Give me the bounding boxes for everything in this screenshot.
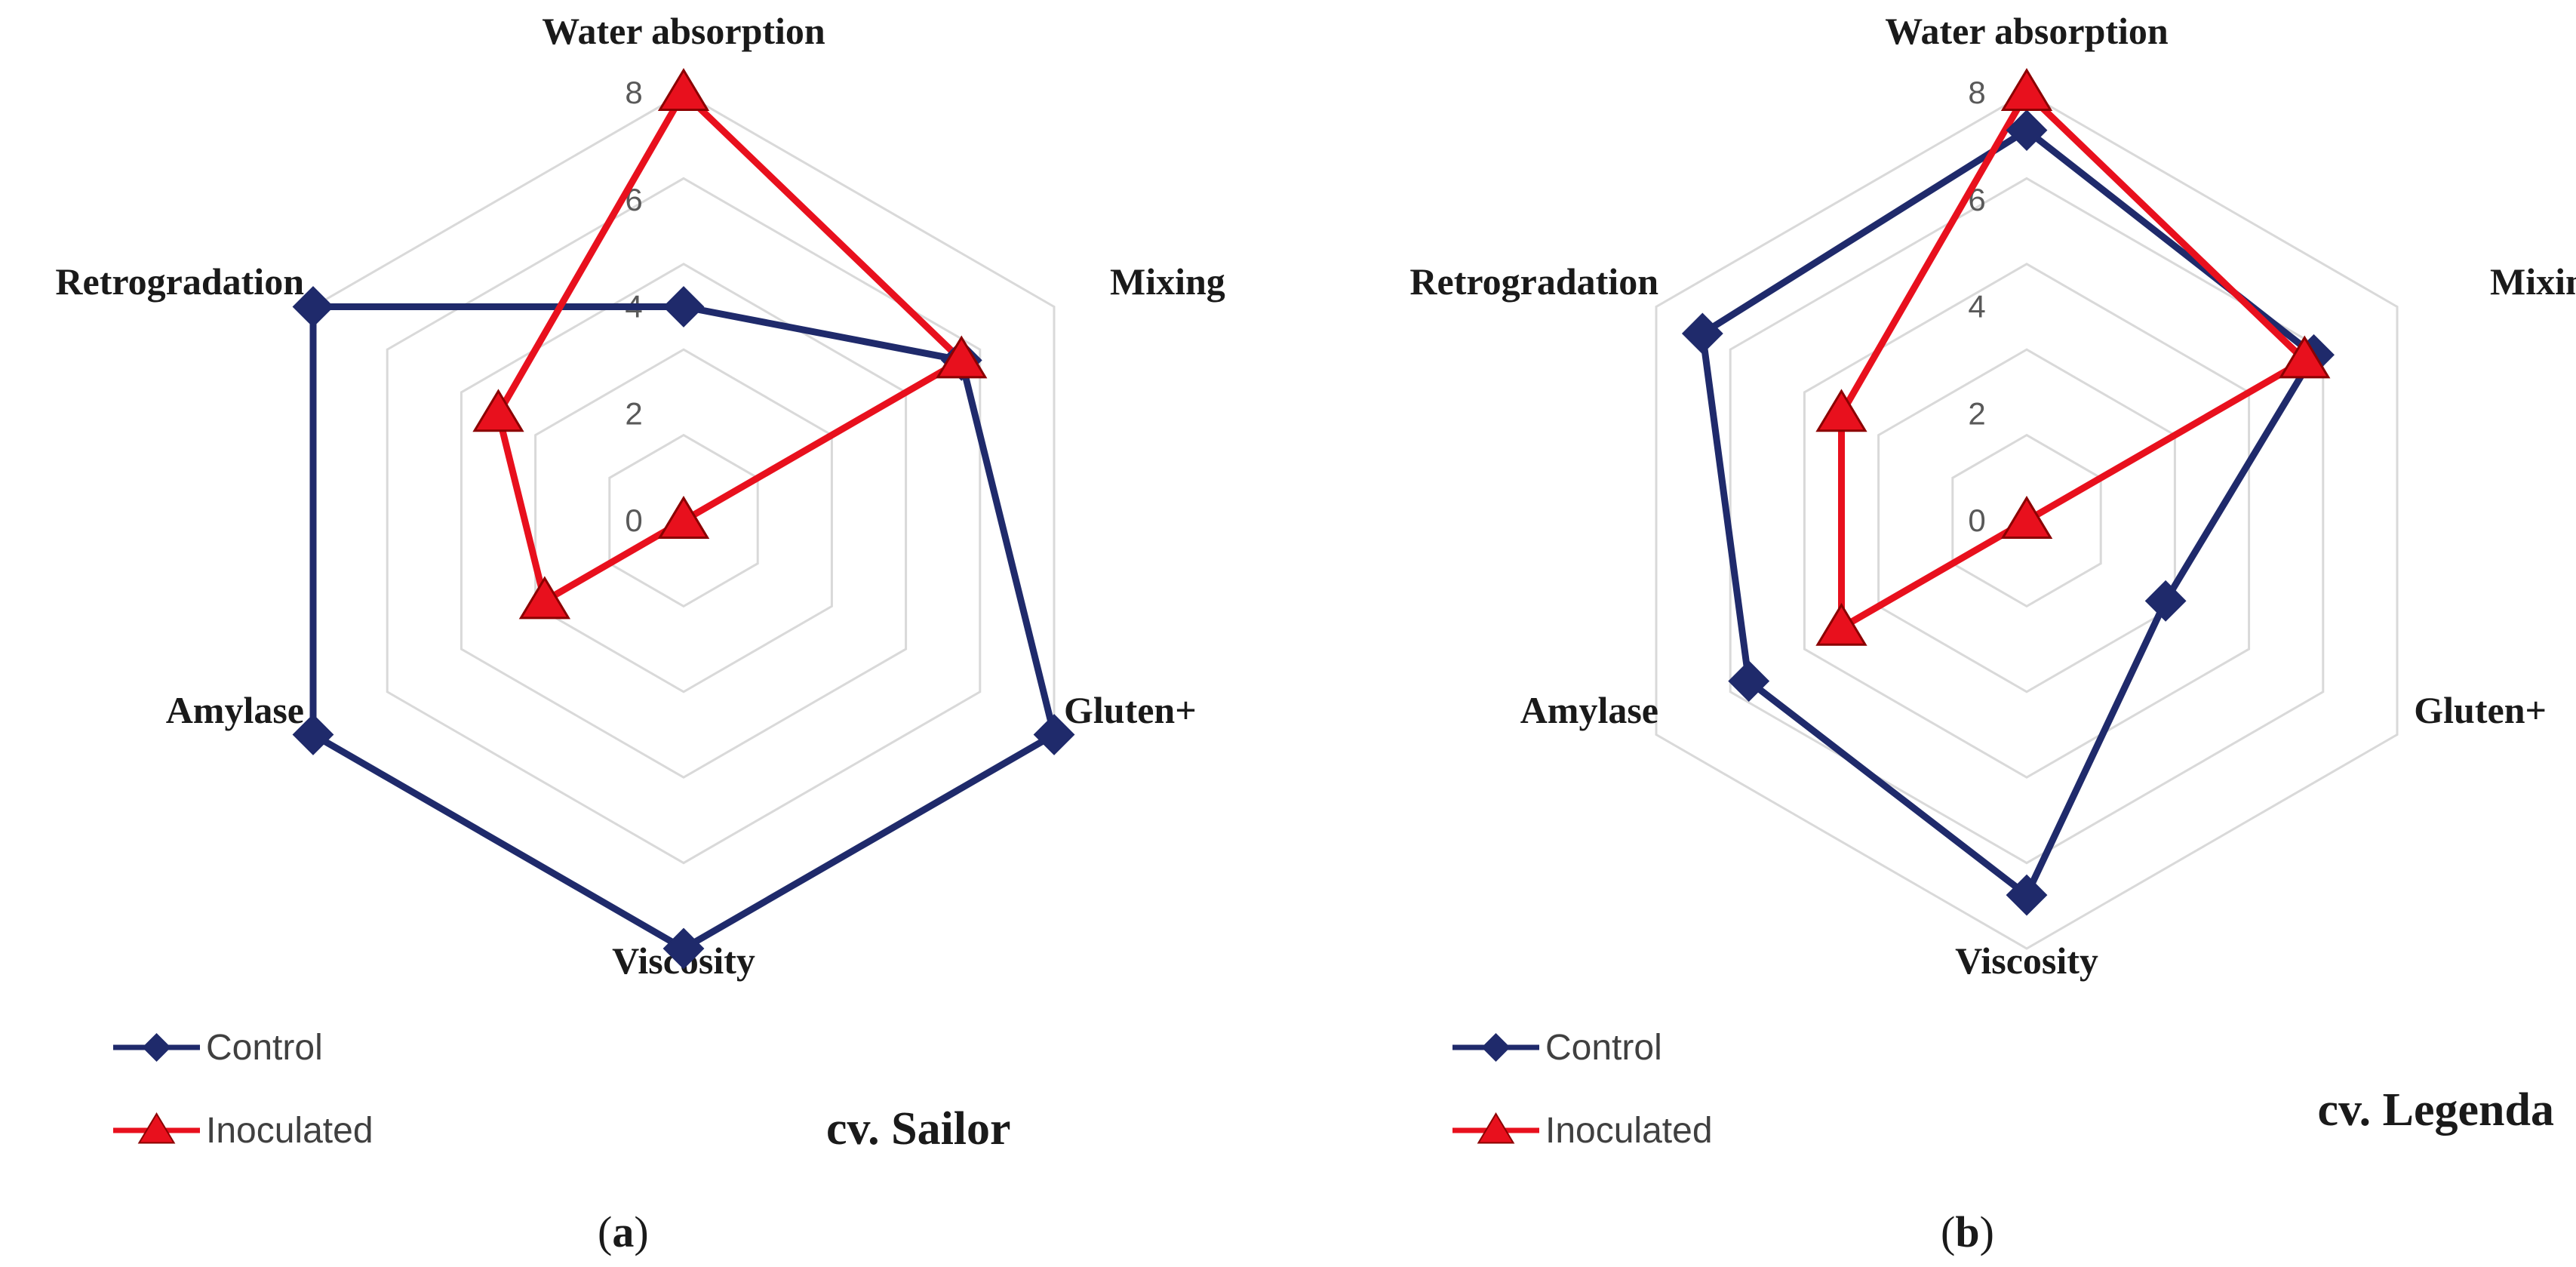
legend-label: Control (1545, 1028, 1662, 1068)
legend-marker-inoculated (137, 1112, 176, 1144)
axis-label: Mixing (2490, 260, 2576, 303)
chart-title: cv. Legenda (2318, 1084, 2554, 1136)
panel-label: (b) (1941, 1207, 1994, 1256)
data-point-inoculated (2000, 496, 2053, 539)
data-point-inoculated (657, 68, 710, 111)
data-point-inoculated (2000, 68, 2053, 111)
data-point-control (292, 286, 334, 328)
tick-label: 0 (625, 503, 642, 538)
axis-label: Water absorption (542, 10, 825, 52)
legend-marker-control (142, 1033, 171, 1062)
data-point-inoculated (936, 335, 988, 379)
series-line-control (309, 303, 1058, 952)
axis-label: Retrogradation (55, 260, 304, 303)
chart-title: cv. Sailor (826, 1103, 1011, 1155)
axis-label: Mixing (1110, 260, 1225, 303)
data-point-control (662, 286, 705, 328)
grid-ring (386, 177, 982, 865)
axis-label: Water absorption (1885, 10, 2169, 52)
tick-label: 8 (625, 75, 642, 110)
data-point-control (292, 714, 334, 755)
legend-label: Control (206, 1028, 323, 1068)
axis-label: Amylase (166, 689, 304, 731)
legend-label: Inoculated (206, 1111, 373, 1151)
tick-label: 4 (1968, 289, 1985, 324)
axis-label: Gluten+ (1064, 689, 1197, 731)
tick-label: 2 (1968, 395, 1985, 431)
tick-label: 2 (625, 395, 642, 431)
legend-label: Inoculated (1545, 1111, 1713, 1151)
data-point-control (1681, 312, 1723, 355)
series-line-control (1698, 127, 2318, 899)
grid-ring (1655, 91, 2399, 950)
data-point-control (1728, 660, 1770, 703)
data-point-control (2144, 580, 2187, 622)
data-point-inoculated (472, 389, 524, 432)
legend-marker-inoculated (1477, 1112, 1515, 1144)
data-point-control (1033, 714, 1075, 755)
data-point-inoculated (1815, 602, 1867, 646)
data-point-control (2006, 109, 2048, 152)
series-line-inoculated (1838, 89, 2308, 632)
axis-label: Viscosity (1955, 939, 2098, 982)
axis-label: Retrogradation (1409, 260, 1658, 303)
data-point-inoculated (518, 576, 571, 620)
series-line-inoculated (495, 89, 965, 604)
axis-label: Gluten+ (2414, 689, 2547, 731)
data-point-control (662, 927, 705, 970)
data-point-inoculated (2279, 335, 2331, 379)
tick-label: 0 (1968, 503, 1985, 538)
legend-marker-control (1481, 1033, 1511, 1062)
data-point-inoculated (1815, 389, 1867, 432)
data-point-control (2006, 874, 2048, 916)
panel-label: (a) (598, 1207, 649, 1256)
data-point-inoculated (657, 496, 710, 539)
axis-label: Amylase (1520, 689, 1658, 731)
tick-label: 8 (1968, 75, 1985, 110)
